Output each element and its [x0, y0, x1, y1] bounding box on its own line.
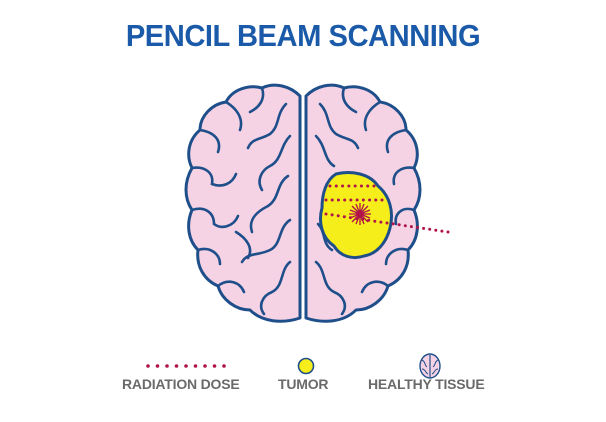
- dose-dot: [379, 220, 383, 224]
- dose-dot: [397, 223, 401, 227]
- legend-label-healthy-tissue: HEALTHY TISSUE: [368, 376, 485, 392]
- dose-dot: [434, 228, 438, 232]
- dose-dot: [349, 198, 353, 202]
- dose-dot: [324, 212, 328, 216]
- dose-dot: [355, 198, 359, 202]
- dose-dot: [361, 198, 365, 202]
- dose-dot: [324, 198, 328, 202]
- left-hemisphere: [184, 83, 302, 323]
- dose-dot: [203, 364, 207, 368]
- dose-dot: [330, 198, 334, 202]
- dose-dot: [336, 214, 340, 218]
- dose-dot: [193, 364, 198, 368]
- dose-dot: [368, 198, 372, 202]
- dose-dot: [409, 225, 413, 229]
- dose-dot: [359, 184, 363, 188]
- dose-dot: [328, 184, 332, 188]
- brain-icon: [419, 353, 441, 379]
- legend-label-tumor: TUMOR: [278, 376, 329, 392]
- scan-lines: [324, 184, 450, 234]
- dose-dot: [416, 226, 419, 229]
- dose-dot: [380, 198, 384, 202]
- dose-dot: [222, 364, 226, 368]
- focal-burst-icon: [349, 203, 371, 225]
- dose-dot: [366, 184, 370, 188]
- dose-dot: [336, 198, 340, 202]
- dose-dot: [174, 364, 179, 368]
- dose-dot: [212, 364, 217, 368]
- brain-icon: [184, 83, 422, 323]
- legend-label-radiation-dose: RADIATION DOSE: [122, 376, 240, 392]
- tumor-dot-icon: [297, 357, 315, 375]
- dose-dot: [155, 364, 160, 368]
- dose-dot: [347, 184, 351, 188]
- dose-dot: [422, 226, 426, 230]
- dose-dot: [373, 219, 377, 223]
- dose-dot: [372, 184, 376, 188]
- dose-dot: [341, 184, 345, 188]
- page-title: PENCIL BEAM SCANNING: [125, 18, 481, 53]
- dose-dot: [165, 364, 169, 368]
- dotted-line-icon: [146, 364, 226, 368]
- dose-dot: [403, 224, 407, 228]
- dose-dot: [330, 213, 334, 217]
- dose-dot: [184, 364, 188, 368]
- dose-dot: [353, 184, 357, 188]
- dose-dot: [343, 198, 347, 202]
- dose-dot: [391, 222, 395, 226]
- dose-dot: [440, 229, 444, 233]
- dose-dot: [385, 221, 389, 225]
- dose-dot: [428, 227, 432, 231]
- dose-dot: [342, 215, 346, 219]
- dose-dot: [146, 364, 150, 368]
- dose-dot: [374, 198, 378, 202]
- dose-dot: [334, 184, 338, 188]
- dose-dot: [446, 230, 450, 234]
